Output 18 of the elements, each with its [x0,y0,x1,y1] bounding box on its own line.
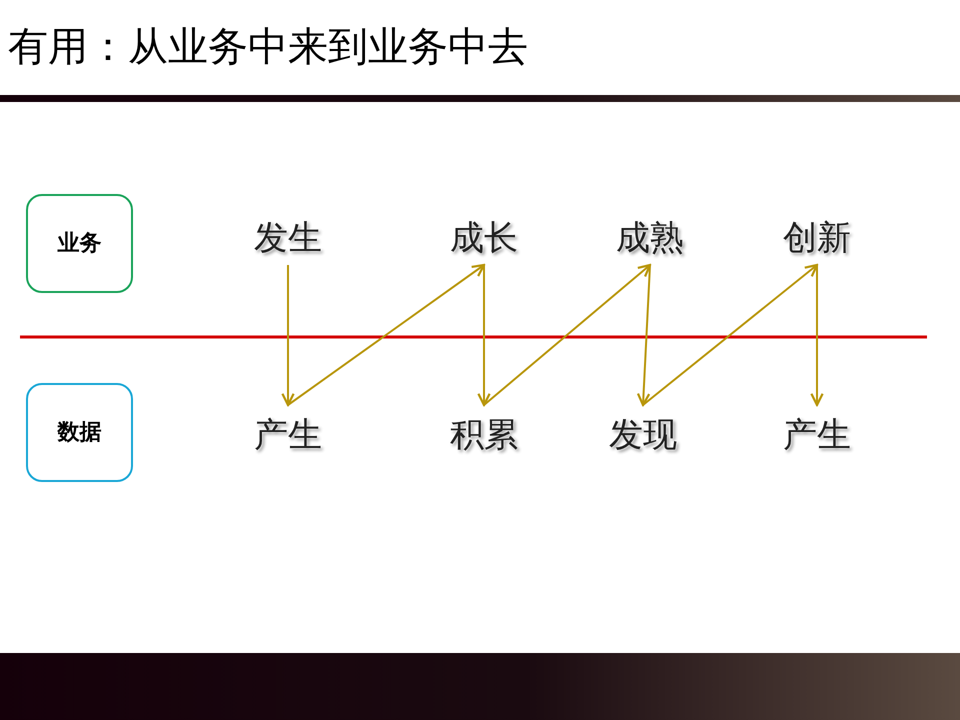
stage-label: 发生 [248,218,328,265]
stage-label: 成熟 [610,218,690,265]
arrow [281,265,295,406]
arrow [636,264,651,406]
category-box: 业务 [26,194,133,293]
stage-label: 创新 [777,218,857,265]
stage-label: 发现 [603,405,683,455]
arrow [810,265,824,406]
stage-label: 积累 [444,405,524,455]
stage-label: 成长 [444,218,524,265]
arrow [477,265,491,406]
arrow [483,264,652,406]
arrow [642,264,818,406]
stage-label: 产生 [777,405,857,455]
arrow [287,264,486,406]
category-box: 数据 [26,383,133,482]
stage-label: 产生 [248,405,328,455]
slide-title: 有用：从业务中来到业务中去 [8,23,528,72]
